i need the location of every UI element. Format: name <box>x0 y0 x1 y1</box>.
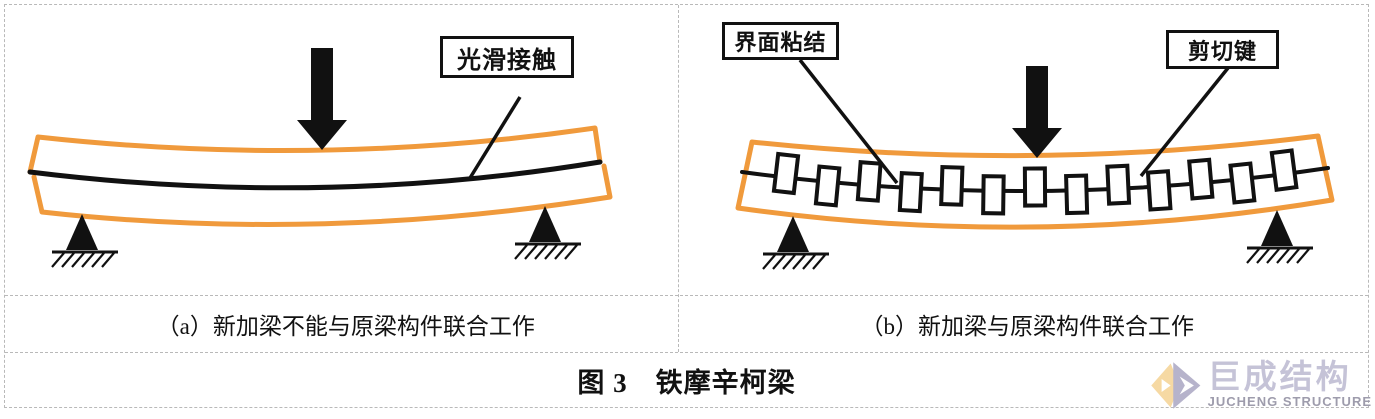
shear-key <box>1269 148 1299 192</box>
shear-key <box>813 164 842 208</box>
panel-b-bond-leader-line <box>798 58 899 185</box>
shear-key <box>855 160 883 203</box>
shear-key <box>981 174 1006 216</box>
title-row: 图 3 铁摩辛柯梁 <box>5 352 1368 407</box>
panel-a-contact-line <box>27 159 603 191</box>
panel-b-caption: （b）新加梁与原梁构件联合工作 <box>860 314 1195 339</box>
panel-a-upper-beam <box>27 125 603 175</box>
shear-key-callout: 剪切键 <box>1166 30 1279 69</box>
shear-key <box>1064 173 1090 216</box>
panel-a-right-support <box>514 206 581 260</box>
interface-bond-callout: 界面粘结 <box>722 22 839 60</box>
shear-key <box>1022 166 1048 208</box>
shear-key <box>771 151 801 196</box>
shear-key <box>1105 163 1132 206</box>
panel-b-shear-keys <box>771 148 1299 216</box>
panel-b-shearkey-leader-line <box>1139 66 1230 178</box>
shear-key <box>1145 169 1173 212</box>
panel-a-leader-line <box>468 96 522 179</box>
shear-key <box>897 170 924 214</box>
captions-row: （a）新加梁不能与原梁构件联合工作 （b）新加梁与原梁构件联合工作 <box>5 295 1368 352</box>
beam-diagrams-svg <box>27 48 1335 270</box>
panel-a-diagram <box>27 48 613 268</box>
shear-key <box>1228 161 1257 205</box>
panel-divider <box>678 5 679 352</box>
panel-a-left-support <box>51 214 118 268</box>
panel-b-left-support <box>762 216 829 270</box>
panel-a-load-arrow-icon <box>297 48 347 150</box>
shear-key <box>939 165 965 207</box>
panel-b-right-support <box>1246 210 1313 264</box>
panel-a-lower-beam <box>31 163 613 227</box>
shear-key <box>1187 157 1215 201</box>
panel-b-load-arrow-icon <box>1012 66 1062 158</box>
panel-b-diagram <box>735 58 1335 270</box>
figure-frame: 光滑接触 界面粘结 剪切键 （a）新加梁不能与原梁构件联合工作 （b）新加梁与原… <box>4 4 1369 408</box>
panel-a-caption: （a）新加梁不能与原梁构件联合工作 <box>156 314 535 339</box>
smooth-contact-callout: 光滑接触 <box>440 36 574 78</box>
panel-b-beam-outline <box>735 133 1335 230</box>
diagram-row: 光滑接触 界面粘结 剪切键 <box>5 5 1368 295</box>
figure-title: 图 3 铁摩辛柯梁 <box>577 367 796 398</box>
